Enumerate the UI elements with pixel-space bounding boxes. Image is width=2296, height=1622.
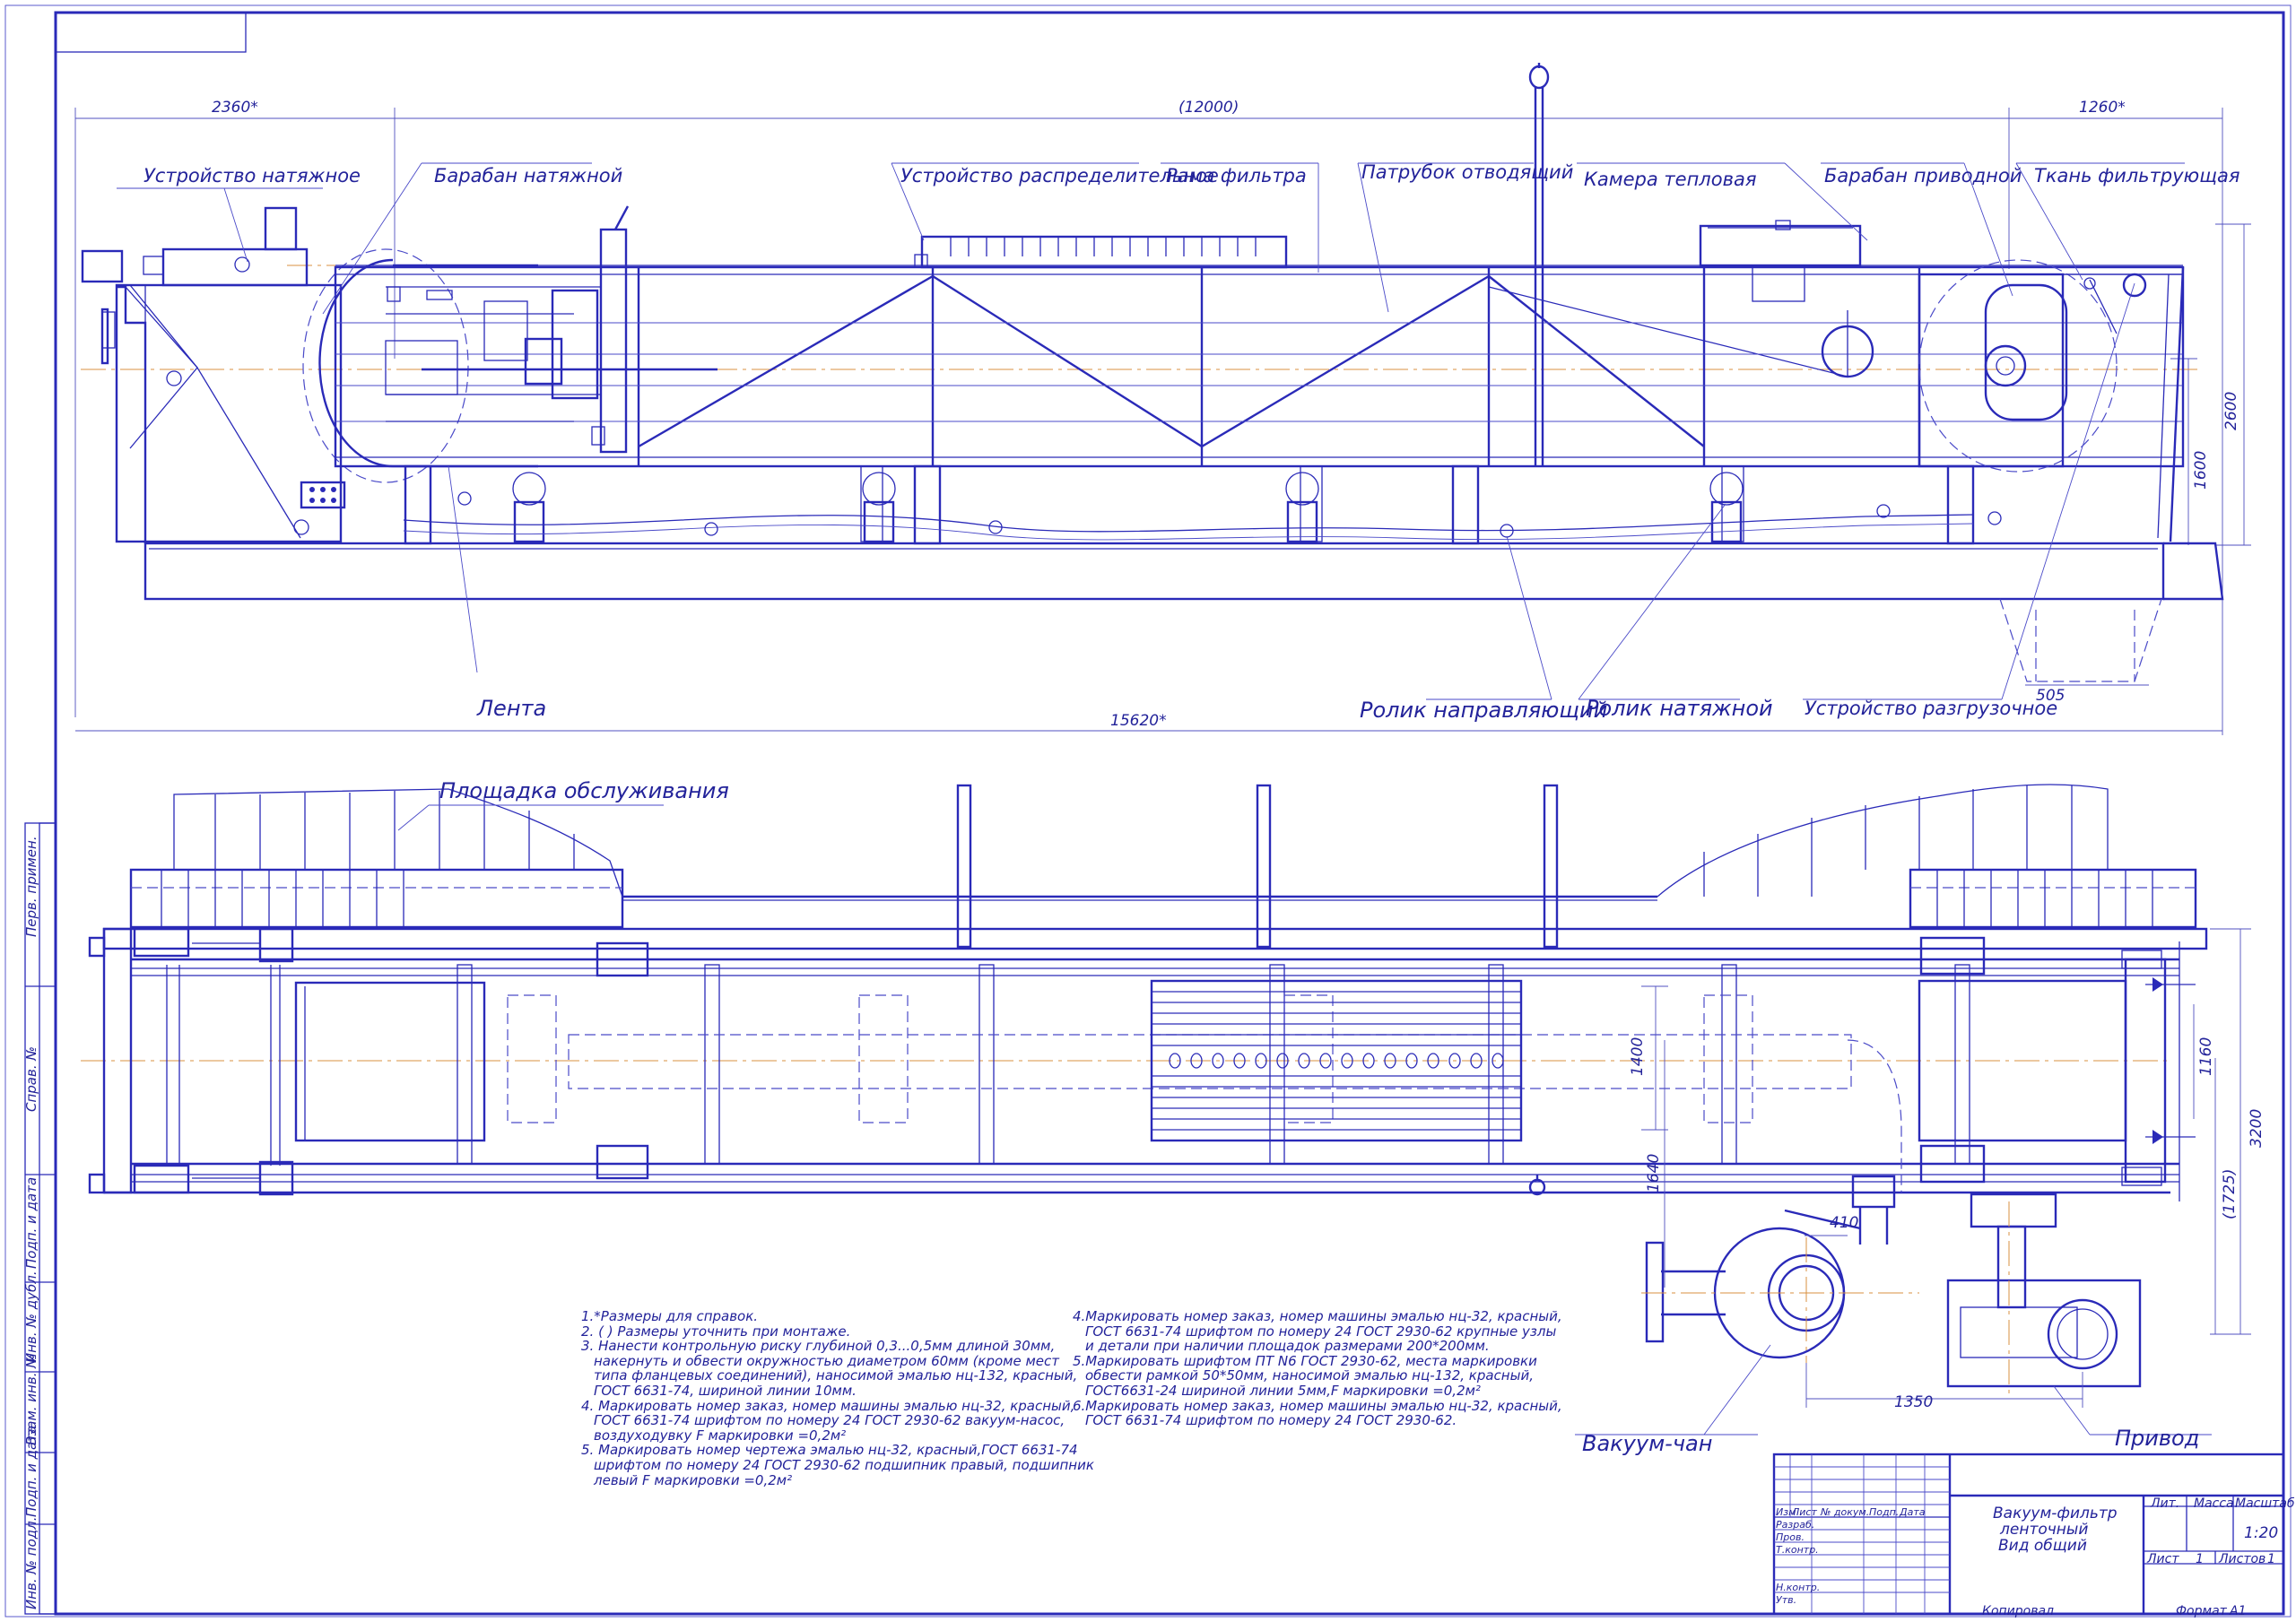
tb-row-nkontr: Н.контр. [1776, 1582, 1821, 1593]
side-strip [24, 822, 57, 1615]
tb-sheet: Лист [2147, 1552, 2179, 1566]
note-line: и детали при наличии площадок размерами … [1085, 1338, 1490, 1355]
note-line: 4. Маркировать номер заказ, номер машины… [581, 1397, 1075, 1414]
note-line: 2. ( ) Размеры уточнить при монтаже. [581, 1323, 851, 1340]
outer-border [4, 4, 2292, 1618]
tb-format: Формат [2176, 1604, 2227, 1618]
note-line: 5.Маркировать шрифтом ПТ N6 ГОСТ 2930-62… [1073, 1352, 1537, 1369]
notes-left: 1.*Размеры для справок. 2. ( ) Размеры у… [581, 1309, 1094, 1488]
label-tension-device: Устройство натяжное [144, 165, 361, 186]
tb-col-date: Дата [1900, 1506, 1926, 1518]
dim-1400: 1400 [1629, 1037, 1647, 1076]
tb-title-1: Вакуум-фильтр [1993, 1505, 2118, 1522]
dim-1725: (1725) [2221, 1168, 2239, 1219]
note-line: воздуходувку F маркировки =0,2м² [594, 1427, 847, 1444]
label-tension-roller: Ролик натяжной [1586, 696, 1773, 721]
dim-505: 505 [2036, 687, 2066, 705]
dim-2360: 2360* [212, 99, 258, 117]
elevation-view [74, 63, 2251, 735]
plan-view [81, 784, 2251, 1436]
drawing-frame [54, 11, 2285, 1616]
side-label-6: Инв. № подл. [23, 1517, 39, 1609]
top-callout-leaders [117, 162, 2185, 700]
note-line: 3. Нанести контрольную риску глубиной 0,… [581, 1338, 1056, 1355]
note-line: ГОСТ 6631-74 шрифтом по номеру 24 ГОСТ 2… [1085, 1323, 1557, 1340]
side-label-4: Взам. инв. № [23, 1354, 39, 1445]
tb-row-razrab: Разраб. [1776, 1519, 1815, 1531]
dim-1350: 1350 [1894, 1393, 1934, 1411]
tb-lit: Лит. [2151, 1496, 2180, 1511]
side-label-2: Подп. и дата [23, 1177, 39, 1269]
tb-col-doc: № докум. [1821, 1506, 1870, 1518]
platform-grid [131, 785, 2196, 927]
side-strip-labels: Перв. примен. Справ. № Подп. и дата Инв.… [23, 836, 39, 1609]
label-guide-roller: Ролик направляющий [1360, 698, 1608, 723]
label-drive-drum: Барабан приводной [1824, 165, 2022, 186]
label-heat-chamber: Камера тепловая [1584, 169, 1757, 190]
side-label-0: Перв. примен. [23, 836, 39, 937]
label-filter-frame: Рама фильтра [1166, 165, 1307, 186]
title-block [1772, 1453, 2285, 1616]
dim-1160: 1160 [2197, 1037, 2215, 1076]
tb-col-list: Лист [1792, 1506, 1817, 1518]
tb-format-value: A1 [2230, 1604, 2247, 1618]
note-line: ГОСТ 6631-74 шрифтом по номеру 24 ГОСТ 2… [594, 1412, 1065, 1429]
cross-beams [457, 964, 1970, 1165]
label-drive: Привод [2115, 1426, 2200, 1451]
top-left-stamp [55, 12, 247, 53]
label-distribution-device: Устройство распределительное [900, 165, 1219, 186]
side-label-5: Подп. и дата [23, 1426, 39, 1517]
note-line: 5. Маркировать номер чертежа эмалью нц-3… [581, 1442, 1078, 1459]
label-discharge-device: Устройство разгрузочное [1805, 698, 2058, 719]
label-belt: Лента [477, 696, 547, 721]
tb-row-tkontr: Т.контр. [1776, 1544, 1819, 1556]
filter-slats [1152, 991, 1521, 1131]
tb-col-sign: Подп. [1869, 1506, 1900, 1518]
tb-sheets-num: 1 [2267, 1552, 2275, 1566]
label-outlet-pipe: Патрубок отводящий [1361, 161, 1574, 183]
note-line: ГОСТ6631-24 шириной линии 5мм,F маркиров… [1085, 1382, 1481, 1399]
dim-1260: 1260* [2079, 99, 2126, 117]
label-service-platform: Площадка обслуживания [439, 778, 729, 803]
label-vacuum-tank: Вакуум-чан [1582, 1431, 1713, 1456]
tb-scale-value: 1:20 [2244, 1524, 2279, 1542]
note-line: 6.Маркировать номер заказ, номер машины … [1073, 1397, 1562, 1414]
dim-1640: 1640 [1645, 1153, 1663, 1193]
dim-12000: (12000) [1178, 99, 1239, 117]
tb-sheet-num: 1 [2196, 1552, 2204, 1566]
label-tension-drum: Барабан натяжной [434, 165, 623, 186]
distribution-teeth [950, 237, 1257, 256]
dim-15620: 15620* [1110, 712, 1167, 730]
dim-410: 410 [1830, 1214, 1859, 1232]
note-line: 1.*Размеры для справок. [581, 1308, 759, 1324]
side-label-1: Справ. № [23, 1046, 39, 1112]
dim-2600: 2600 [2222, 391, 2240, 430]
note-line: обвести рамкой 50*50мм, наносимой эмалью… [1085, 1367, 1534, 1384]
note-line: ГОСТ 6631-74, шириной линии 10мм. [594, 1382, 857, 1399]
side-label-3: Инв. № дубл. [23, 1271, 39, 1363]
suction-holes [1169, 1053, 1504, 1069]
note-line: типа фланцевых соединений), наносимой эм… [594, 1367, 1078, 1384]
tb-row-utv: Утв. [1776, 1594, 1797, 1606]
notes-right: 4.Маркировать номер заказ, номер машины … [1073, 1309, 1562, 1428]
tb-copied: Копировал [1982, 1604, 2054, 1618]
tb-masshtab: Масштаб [2235, 1496, 2295, 1511]
tb-title-2: ленточный [2000, 1521, 2089, 1539]
note-line: левый F маркировки =0,2м² [594, 1471, 793, 1488]
label-filter-cloth: Ткань фильтрующая [2034, 165, 2240, 186]
tension-rollers [512, 472, 1744, 543]
tb-massa: Масса [2194, 1496, 2234, 1511]
tb-title-3: Вид общий [1998, 1537, 2087, 1555]
note-line: 4.Маркировать номер заказ, номер машины … [1073, 1308, 1562, 1324]
tb-sheets: Листов [2219, 1552, 2266, 1566]
dim-3200: 3200 [2248, 1108, 2266, 1148]
dim-1600: 1600 [2192, 450, 2210, 490]
note-line: ГОСТ 6631-74 шрифтом по номеру 24 ГОСТ 2… [1085, 1412, 1457, 1429]
note-line: шрифтом по номеру 24 ГОСТ 2930-62 подшип… [594, 1456, 1094, 1473]
tb-col-izm: Изм [1776, 1506, 1796, 1518]
title-block-grid [1774, 1454, 1950, 1614]
note-line: накернуть и обвести окружностью диаметро… [594, 1352, 1060, 1369]
tb-row-prov: Пров. [1776, 1531, 1805, 1543]
